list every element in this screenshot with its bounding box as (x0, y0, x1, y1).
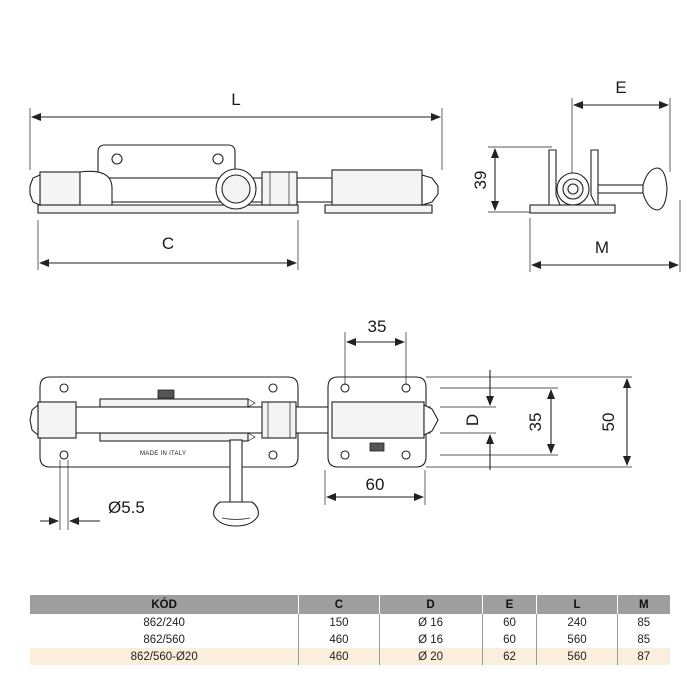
made-in-italy-stamp: MADE IN ITALY (140, 451, 186, 457)
end-bracket-right (590, 149, 599, 206)
dim-label-d: D (463, 414, 482, 426)
table-cell: Ø 16 (378, 614, 483, 631)
table-cell: 60 (481, 614, 537, 631)
col-header-m: M (616, 595, 670, 614)
bracket-hole-right (212, 153, 224, 165)
right-receiver-block (331, 401, 425, 439)
left-plate-hole-4 (268, 450, 278, 460)
table-cell: Ø 16 (378, 631, 483, 648)
end-handle-knob (642, 167, 668, 211)
col-header-c: C (298, 595, 380, 614)
spec-table: KÓD C D E L M 862/240 150 Ø 16 60 240 85… (30, 595, 670, 665)
table-cell: 87 (616, 648, 670, 665)
left-base-plate (37, 204, 299, 214)
top-middle-guide (261, 401, 297, 439)
left-plate-hole-1 (59, 383, 69, 393)
top-handle-knob (213, 501, 259, 527)
bolt-tip (421, 174, 439, 206)
table-cell: 862/560 (143, 633, 185, 646)
dim-label-l: L (231, 90, 240, 109)
end-handle-shaft (597, 184, 644, 194)
table-cell: 60 (481, 631, 537, 648)
right-plate-hole-1 (340, 383, 350, 393)
dim-label-39: 39 (471, 171, 490, 190)
end-rod-core (567, 183, 579, 195)
col-header-kod: KÓD (30, 595, 299, 614)
top-handle-shaft (229, 439, 243, 503)
top-view: MADE IN ITALY 35 60 D (29, 317, 632, 530)
left-bend (79, 170, 113, 206)
dim-label-35-h: 35 (368, 317, 387, 336)
table-cell: 62 (481, 648, 537, 665)
table-header-row: KÓD C D E L M (30, 595, 670, 614)
col-header-l: L (536, 595, 618, 614)
dim-label-m: M (595, 238, 609, 257)
table-cell: 85 (616, 614, 670, 631)
end-view: E 39 M (471, 78, 681, 272)
technical-drawing: L C E (29, 78, 681, 530)
table-cell: 85 (616, 631, 670, 648)
lower-track (99, 432, 249, 442)
col-header-d: D (378, 595, 483, 614)
knob-inner (221, 174, 251, 204)
table-row-highlighted: 862/560-Ø20 460 Ø 20 62 560 87 (30, 648, 670, 665)
table-cell: 862/560-Ø20 (30, 648, 299, 665)
upper-track (99, 398, 249, 408)
stop-clip (157, 389, 175, 399)
table-cell: Ø 20 (378, 648, 483, 665)
table-row: 862/560 460 Ø 16 60 560 85 (30, 631, 670, 648)
dim-label-hole: Ø5.5 (108, 498, 145, 517)
dim-label-50: 50 (599, 413, 618, 432)
end-base-plate (529, 204, 616, 214)
dim-label-60: 60 (366, 475, 385, 494)
table-cell: 150 (298, 614, 380, 631)
dim-label-e: E (615, 78, 626, 97)
right-plate-hole-2 (401, 383, 411, 393)
top-left-housing (37, 401, 77, 439)
table-cell: 240 (536, 614, 618, 631)
left-cap (29, 174, 41, 206)
table-cell: 460 (298, 631, 380, 648)
table-cell: 460 (298, 648, 380, 665)
side-view: L C (29, 90, 443, 270)
right-plate-hole-4 (401, 450, 411, 460)
table-cell: 560 (536, 648, 618, 665)
table-cell: 862/240 (143, 616, 185, 629)
end-bracket-left (548, 149, 561, 206)
middle-guide (261, 171, 298, 206)
receiver-clip (369, 442, 385, 452)
left-plate-hole-2 (59, 450, 69, 460)
table-cell: 560 (536, 631, 618, 648)
dim-label-35-v: 35 (526, 413, 545, 432)
left-plate-hole-3 (268, 383, 278, 393)
table-row: 862/240 150 Ø 16 60 240 85 (30, 614, 670, 631)
bracket-hole-left (111, 153, 123, 165)
col-header-e: E (481, 595, 537, 614)
dim-label-c: C (162, 234, 174, 253)
left-housing (39, 171, 81, 206)
right-base-plate (324, 204, 433, 214)
right-plate-hole-3 (340, 450, 350, 460)
right-receiver (331, 169, 423, 206)
